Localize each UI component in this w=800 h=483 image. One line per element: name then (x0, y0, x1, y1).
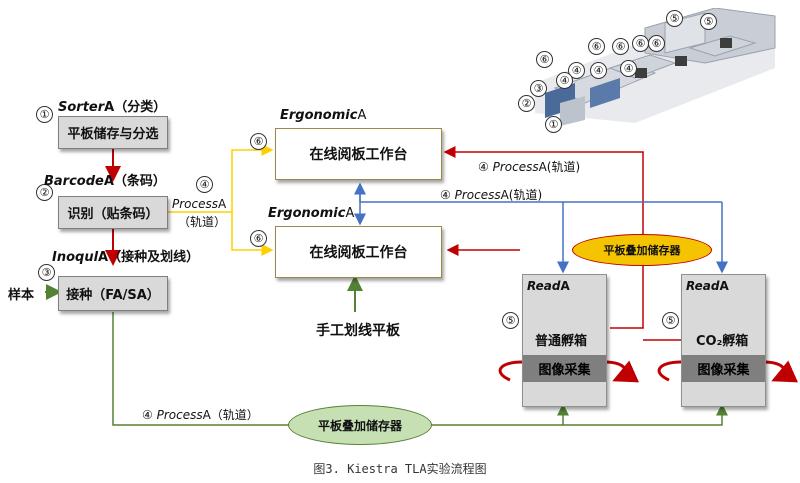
machine-number-14: ① (545, 116, 562, 133)
read-left-title: ReadA (527, 279, 570, 293)
inoqul-title-main: Inoqul (52, 250, 99, 265)
stacker-lower-label: 平板叠加储存器 (317, 418, 402, 433)
step-number-read-left: ⑤ (502, 312, 519, 329)
machine-number-7: ⑥ (648, 35, 665, 52)
process-bottom-label: ④ ProcessA（轨道） (142, 406, 259, 423)
read-right-title: ReadA (686, 279, 729, 293)
sorter-title: SorterA（分类） (58, 96, 166, 115)
step-number-barcode: ② (36, 184, 53, 201)
read-left-name: 普通孵箱 (535, 334, 588, 349)
step-number-inoqul: ③ (38, 264, 55, 281)
process-left-title: Process (172, 197, 218, 211)
step-number-sorter: ① (36, 106, 53, 123)
machine-number-2: ⑤ (700, 13, 717, 30)
read-left-incubator: ReadA 普通孵箱 图像采集 (522, 274, 607, 407)
machine-number-9: ④ (590, 62, 607, 79)
machine-number-5: ⑥ (612, 38, 629, 55)
figure-caption: 图3. Kiestra TLA实验流程图 (313, 462, 487, 476)
inoqul-title: InoqulA（接种及划线） (52, 246, 199, 265)
sorter-title-main: Sorter (58, 100, 105, 115)
barcode-box: 识别（贴条码） (58, 196, 168, 229)
step-number-ergo-bottom: ⑥ (250, 230, 267, 247)
process-bottom-suffix: A（轨道） (202, 408, 259, 422)
ergo-top-box: 在线阅板工作台 (275, 128, 442, 180)
sorter-box: 平板储存与分选 (58, 116, 168, 149)
machine-number-8: ④ (568, 62, 585, 79)
step-number-read-right: ⑤ (662, 312, 679, 329)
read-left-title-main: Read (527, 279, 561, 293)
ergo-bottom-box: 在线阅板工作台 (275, 226, 442, 278)
read-right-incubator: ReadA CO₂孵箱 图像采集 (681, 274, 766, 407)
inoqul-box: 接种（FA/SA） (58, 276, 168, 311)
process-mid-num: ④ (440, 188, 451, 202)
step-number-process-left: ④ (196, 176, 213, 193)
ergo-bottom-title-suffix: A (345, 206, 355, 221)
process-left-suffix: A (218, 197, 227, 211)
stacker-upper-label: 平板叠加储存器 (603, 244, 681, 257)
machine-number-1: ⑤ (666, 10, 683, 27)
process-top-suffix: A(轨道) (538, 160, 581, 174)
ergo-top-title: ErgonomicA (280, 108, 366, 123)
process-top-num: ④ (478, 160, 489, 174)
ergo-top-title-suffix: A (357, 108, 367, 123)
process-top-label: ④ ProcessA(轨道) (478, 158, 580, 175)
read-right-title-suffix: A (719, 279, 729, 293)
process-mid-title: Process (454, 188, 501, 202)
process-mid-label: ④ ProcessA(轨道) (440, 186, 542, 203)
process-bottom-title: Process (156, 408, 203, 422)
machine-number-12: ③ (530, 80, 547, 97)
ergo-top-title-main: Ergonomic (280, 108, 358, 123)
ergo-bottom-title-main: Ergonomic (268, 206, 346, 221)
read-left-imaging: 图像采集 (523, 355, 606, 382)
stacker-upper-oval: 平板叠加储存器 (572, 234, 712, 266)
step-number-ergo-top: ⑥ (250, 133, 267, 150)
sample-input-label: 样本 (8, 288, 35, 303)
process-left-sub: （轨道） (178, 215, 227, 229)
machine-number-6: ⑥ (632, 35, 649, 52)
manual-plate-label: 手工划线平板 (316, 323, 400, 339)
read-right-name: CO₂孵箱 (696, 334, 749, 349)
stacker-lower-oval: 平板叠加储存器 (288, 405, 432, 445)
read-right-title-main: Read (686, 279, 720, 293)
barcode-title-main: Barcode (44, 174, 104, 189)
machine-number-11: ④ (620, 60, 637, 77)
process-left-label: ProcessA (172, 197, 226, 211)
machine-number-13: ② (518, 95, 535, 112)
machine-number-10: ④ (556, 72, 573, 89)
process-bottom-num: ④ (142, 408, 153, 422)
read-left-title-suffix: A (560, 279, 570, 293)
process-top-title: Process (492, 160, 539, 174)
read-right-imaging: 图像采集 (682, 355, 765, 382)
barcode-title-suffix: A（条码） (103, 174, 166, 189)
process-mid-suffix: A(轨道) (500, 188, 543, 202)
sorter-title-suffix: A（分类） (104, 100, 167, 115)
inoqul-title-suffix: A（接种及划线） (98, 250, 200, 265)
lab-automation-illustration (535, 8, 776, 126)
ergo-bottom-title: ErgonomicA (268, 206, 354, 221)
machine-number-3: ⑥ (536, 51, 553, 68)
barcode-title: BarcodeA（条码） (44, 170, 166, 189)
machine-number-4: ⑥ (588, 38, 605, 55)
